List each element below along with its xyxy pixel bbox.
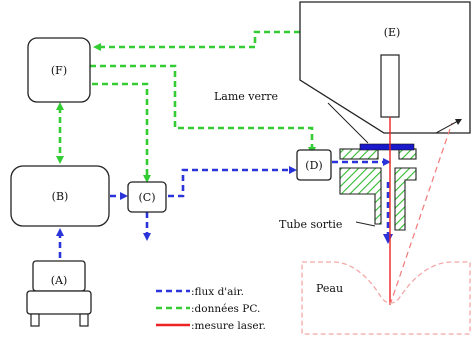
legend: :flux d'air. :données PC. :mesure laser. (156, 286, 266, 332)
reflection-arrow (435, 120, 459, 134)
box-f (27, 37, 91, 103)
label-e: (E) (384, 26, 401, 39)
pc-link-e-to-f (98, 30, 300, 49)
box-c (127, 181, 167, 213)
label-d: (D) (305, 159, 322, 172)
laser-emitter (380, 54, 400, 118)
tube-sortie-pointer (355, 221, 376, 227)
nozzle-top-right (398, 148, 417, 160)
legend-pc-label: :données PC. (191, 303, 260, 315)
nozzle-assembly (339, 148, 417, 231)
nozzle-left-block (339, 167, 382, 225)
box-d (296, 149, 332, 181)
glass-slide-pointer (327, 102, 369, 144)
air-link-c-to-d (168, 168, 293, 198)
pc-arrowheads (56, 43, 316, 183)
pc-link-f-to-c (92, 82, 149, 176)
legend-air-label: :flux d'air. (191, 286, 244, 298)
label-a: (A) (51, 274, 68, 287)
label-b: (B) (52, 190, 69, 203)
label-peau: Peau (316, 282, 343, 295)
box-a-foot-left (30, 313, 40, 327)
nozzle-right-block (394, 167, 417, 231)
box-b (10, 165, 110, 227)
nozzle-top-left (339, 148, 379, 160)
laser-reflection (389, 122, 453, 306)
reflection-arrowhead (455, 119, 462, 125)
pc-data-links (58, 30, 314, 176)
glass-slide (359, 143, 415, 151)
box-a-foot-right (79, 313, 89, 327)
box-a-base (26, 290, 92, 315)
label-f: (F) (51, 64, 67, 77)
label-c: (C) (139, 191, 156, 204)
label-lame-verre: Lame verre (214, 90, 278, 103)
skin-surface (301, 261, 471, 335)
pc-link-f-to-d (90, 64, 314, 149)
legend-laser-label: :mesure laser. (191, 320, 266, 332)
label-tube-sortie: Tube sortie (279, 218, 342, 231)
